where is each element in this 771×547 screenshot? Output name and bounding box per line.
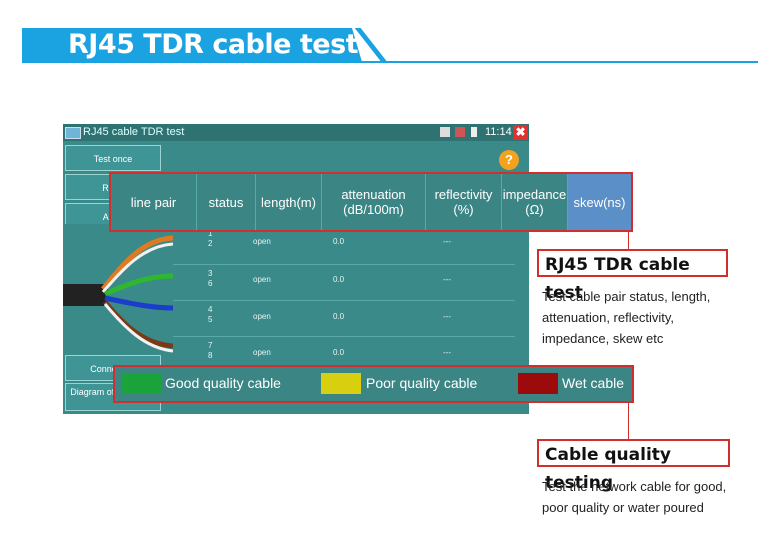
dash-cell: --- (443, 275, 451, 284)
column-reflectivity: reflectivity (%) (426, 174, 502, 230)
feature-description-quality: Test the network cable for good, poor qu… (542, 479, 727, 515)
table-row: 3 6 open 0.0 --- (173, 264, 515, 301)
help-icon[interactable]: ? (499, 150, 519, 170)
good-quality-label: Good quality cable (165, 375, 281, 391)
sd-card-icon (440, 127, 450, 137)
pin-label: 3 (208, 269, 213, 278)
status-cell: open (253, 275, 271, 284)
cable-jacket (63, 284, 108, 306)
pin-label: 6 (208, 279, 213, 288)
dash-cell: --- (443, 348, 451, 357)
page-title: RJ45 TDR cable test (68, 29, 359, 60)
orange-white-wire (101, 242, 173, 293)
column-line-pair: line pair (111, 174, 197, 230)
pin-label: 5 (208, 315, 213, 324)
status-cell: open (253, 312, 271, 321)
feature-title-tdr: RJ45 TDR cable test (537, 249, 728, 303)
status-cell: open (253, 348, 271, 357)
orange-pair (101, 235, 173, 291)
table-header-callout: line pair status length(m) attenuation (… (109, 172, 633, 232)
dash-cell: --- (443, 237, 451, 246)
column-status: status (197, 174, 256, 230)
pin-label: 2 (208, 239, 213, 248)
column-attenuation: attenuation (dB/100m) (322, 174, 426, 230)
network-icon (455, 127, 465, 137)
poor-quality-label: Poor quality cable (366, 375, 478, 391)
quality-legend-callout: Good quality cable Poor quality cable We… (113, 365, 634, 403)
value-cell: 0.0 (333, 348, 345, 357)
app-icon (65, 127, 81, 139)
column-length: length(m) (256, 174, 322, 230)
clock: 11:14 (485, 126, 512, 138)
good-quality-swatch (121, 373, 161, 394)
pin-label: 1 (208, 229, 213, 238)
value-cell: 0.0 (333, 275, 345, 284)
value-cell: 0.0 (333, 237, 345, 246)
status-cell: open (253, 237, 271, 246)
wet-cable-swatch (518, 373, 558, 394)
pin-label: 8 (208, 351, 213, 360)
connector-line (628, 403, 629, 439)
window-titlebar: RJ45 cable TDR test 11:14 ✖ (63, 124, 529, 141)
column-skew: skew(ns) (568, 174, 631, 230)
brown-white-wire (103, 303, 173, 353)
banner-underline (22, 61, 758, 63)
dash-cell: --- (443, 312, 451, 321)
feature-description-tdr: Test cable pair status, length, attenuat… (542, 289, 711, 346)
title-banner (22, 28, 362, 62)
value-cell: 0.0 (333, 312, 345, 321)
cable-illustration (63, 224, 173, 354)
green-pair (104, 273, 173, 297)
table-row: 4 5 open 0.0 --- (173, 300, 515, 337)
test-once-button[interactable]: Test once (65, 145, 161, 171)
connector-line (628, 231, 629, 249)
results-table: 1 2 open 0.0 --- 3 6 open 0.0 --- 4 5 op… (173, 228, 515, 368)
pin-label: 4 (208, 305, 213, 314)
window-title: RJ45 cable TDR test (83, 126, 185, 138)
feature-title-quality: Cable quality testing (537, 439, 730, 493)
poor-quality-swatch (321, 373, 361, 394)
column-impedance: impedance (Ω) (502, 174, 568, 230)
wet-cable-label: Wet cable (562, 375, 624, 391)
close-icon[interactable]: ✖ (513, 125, 528, 140)
table-row: 7 8 open 0.0 --- (173, 336, 515, 373)
blue-pair (104, 295, 173, 311)
table-row: 1 2 open 0.0 --- (173, 228, 515, 265)
pin-label: 7 (208, 341, 213, 350)
battery-icon (471, 127, 477, 137)
